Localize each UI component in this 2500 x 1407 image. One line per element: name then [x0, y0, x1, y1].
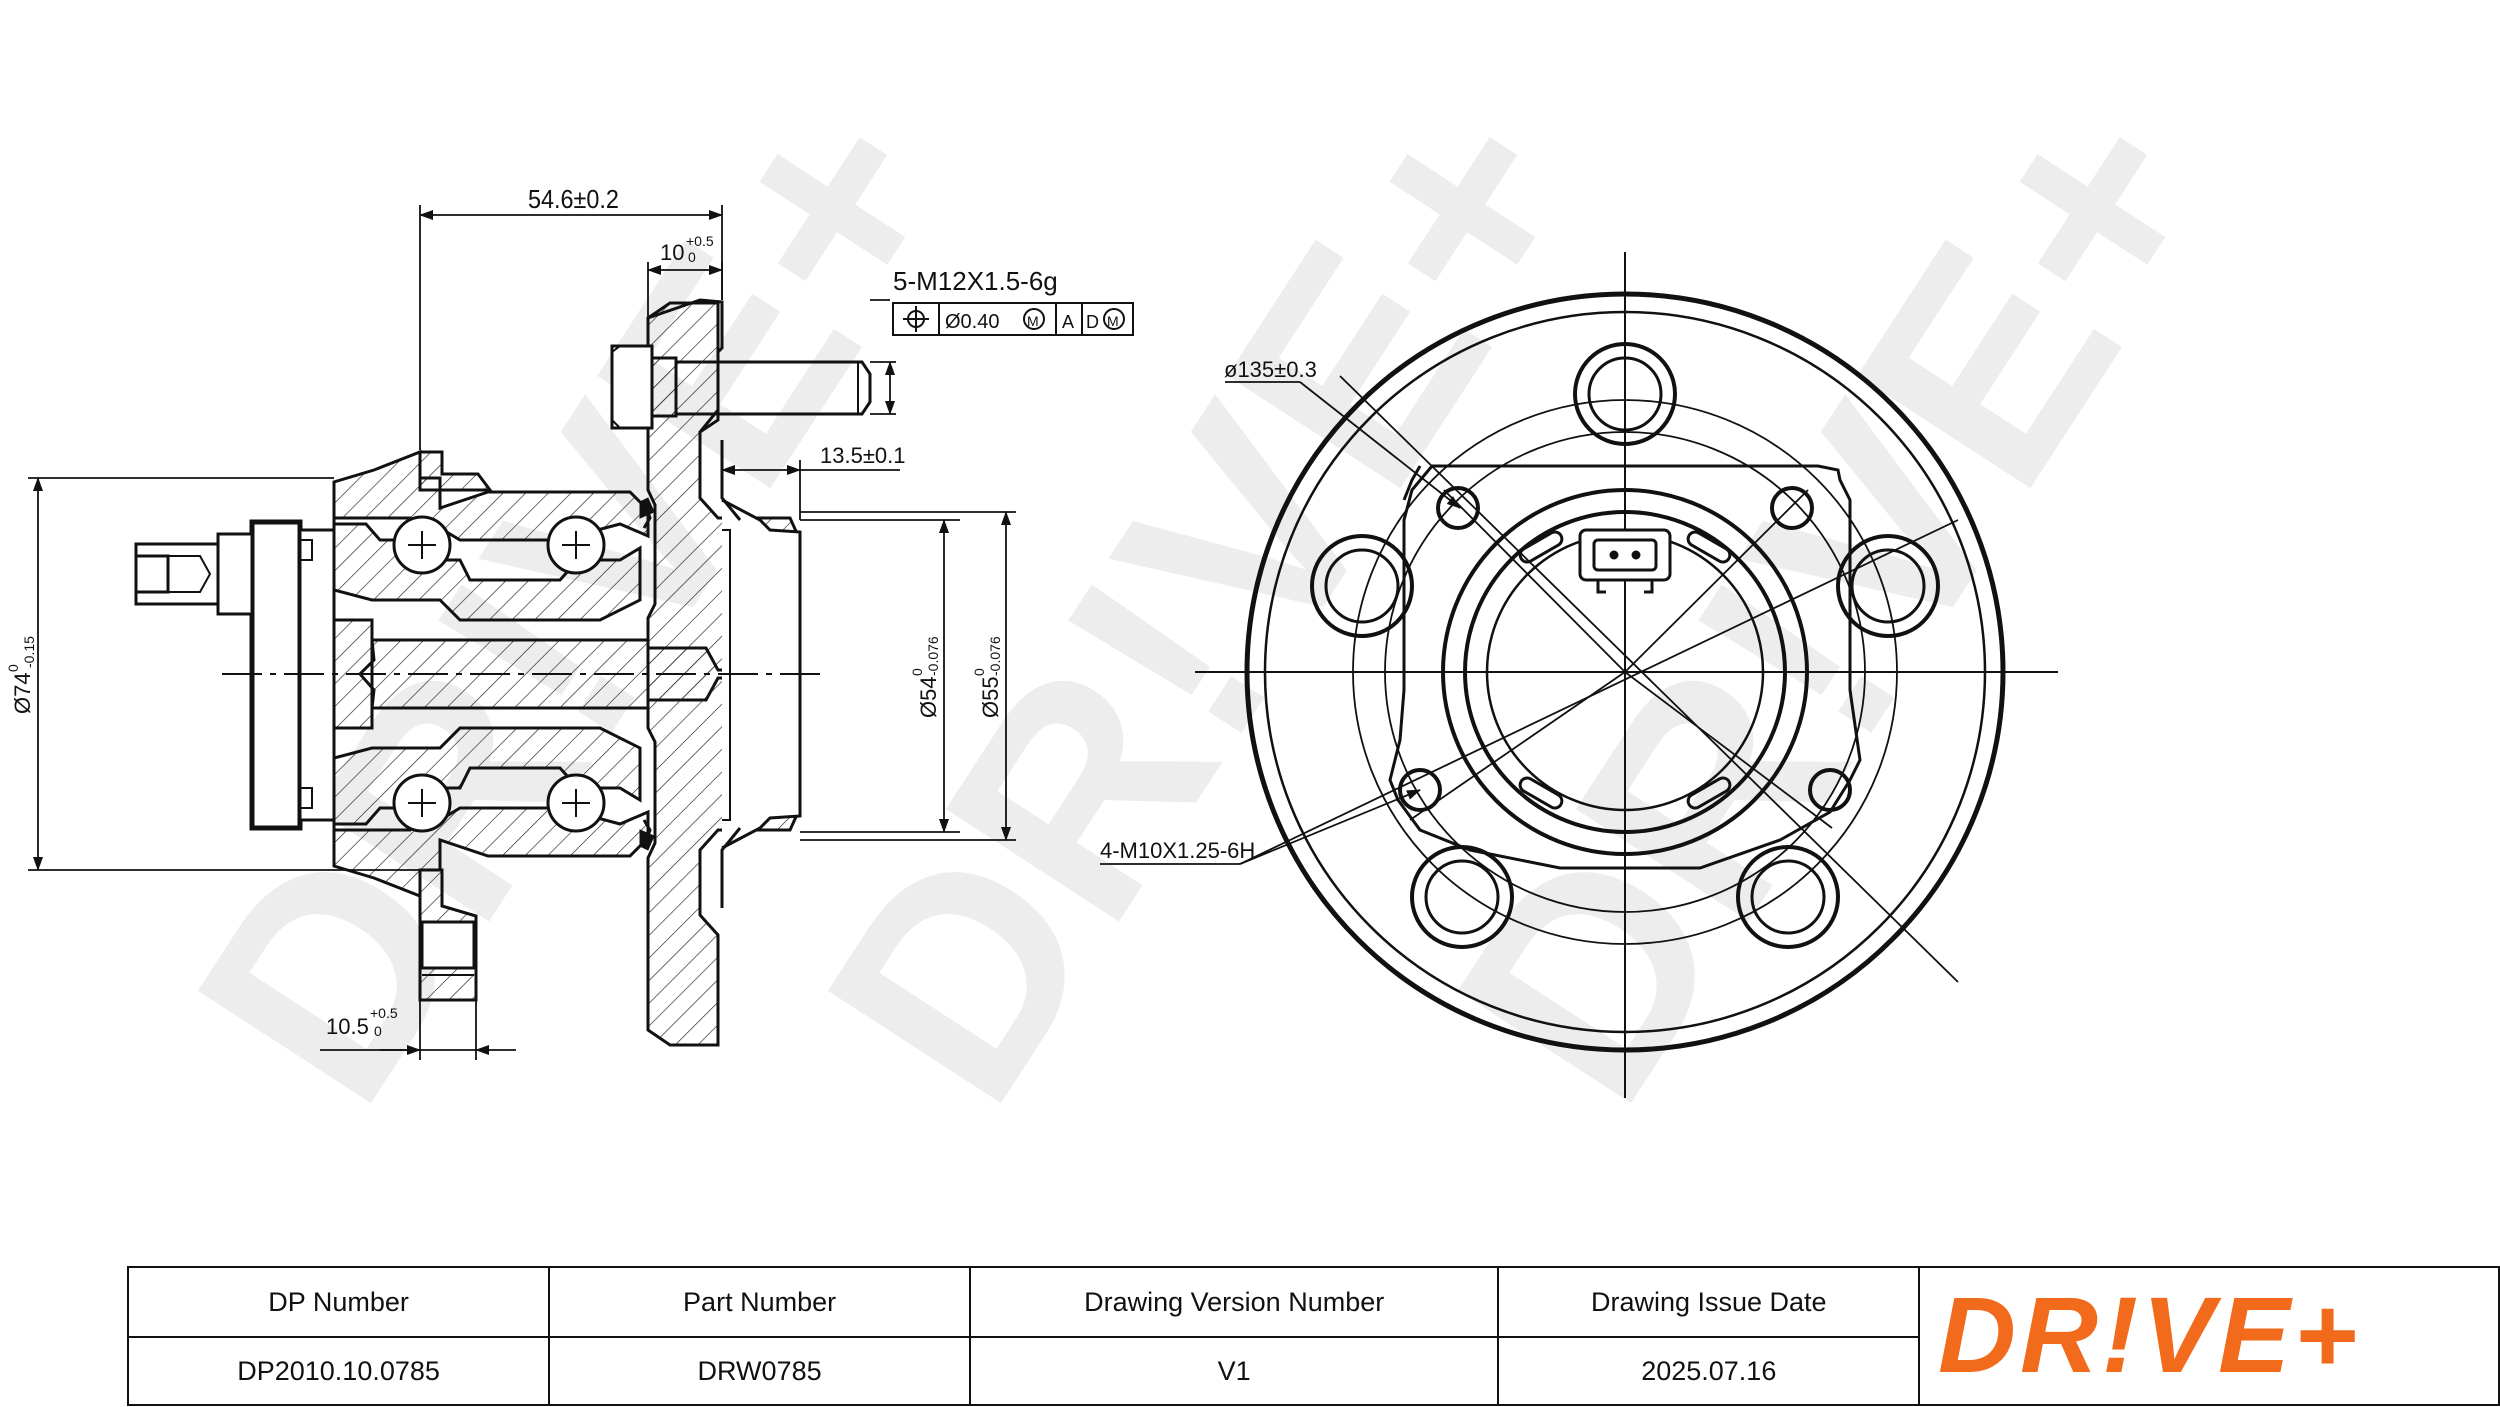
sensor-slots [1518, 530, 1732, 810]
header-dp-number: DP Number [126, 1266, 551, 1338]
value-issue-date: 2025.07.16 [1497, 1336, 1921, 1406]
fcf-labels: Ø0.40 M A D M [945, 311, 1119, 333]
title-block: DP Number Part Number Drawing Version Nu… [126, 1266, 2500, 1406]
wheel-flange [647, 298, 724, 434]
section-dimension-labels: 54.6±0.2 10 +0.5 0 5-M12X1.5-6g 13.5±0.1… [5, 186, 1058, 1039]
flange-outer-circle [1244, 291, 2006, 1053]
front-leaders [1100, 381, 1461, 865]
front-view [1100, 252, 2058, 1098]
abs-sensor-connector [1578, 528, 1672, 594]
abs-connector-block [216, 532, 254, 616]
construction-lines [1239, 375, 1959, 983]
knuckle-stub-upper [418, 450, 493, 492]
dim-stud-offset-tol-lower: 0 [688, 249, 696, 265]
stud-hole-5 [1736, 845, 1840, 949]
feature-control-frame [892, 302, 1134, 336]
mount-hole-2 [1770, 486, 1814, 530]
dim-pilot-54-tol-lower: -0.076 [925, 636, 941, 676]
flange-inner-circle [1263, 310, 1987, 1034]
dim-stud-offset: 10 [660, 240, 684, 265]
dim-outer-diameter-tol-upper: 0 [5, 664, 21, 672]
mount-holes [1398, 486, 1852, 812]
stud-hole-3-inner [1850, 548, 1926, 624]
value-drawing-version: V1 [968, 1336, 1500, 1406]
fcf-tolerance: Ø0.40 [945, 311, 999, 333]
bolt-circle [1352, 399, 1898, 945]
stud-hole-3 [1836, 534, 1940, 638]
mmc-letter-1: M [1027, 313, 1039, 329]
dim-pilot-55: Ø55 [978, 676, 1003, 718]
stud-hole-2 [1310, 534, 1414, 638]
header-drawing-version: Drawing Version Number [968, 1266, 1500, 1338]
mount-hole-3 [1398, 768, 1442, 812]
dim-stud-offset-tol-upper: +0.5 [686, 233, 714, 249]
fcf-datum-a: A [1062, 312, 1074, 332]
dim-pilot-55-tol-lower: -0.076 [987, 636, 1003, 676]
value-dp-number: DP2010.10.0785 [126, 1336, 551, 1406]
stud-hole-2-inner [1324, 548, 1400, 624]
mount-hole-1 [1436, 486, 1480, 530]
abs-connector-tip [134, 554, 170, 594]
section-view [134, 298, 872, 1047]
header-issue-date: Drawing Issue Date [1497, 1266, 1921, 1338]
mmc-icon-datum [1103, 308, 1125, 330]
dim-pilot-54-tol-upper: 0 [909, 668, 925, 676]
mount-hole-4 [1808, 768, 1852, 812]
front-dimension-labels: ø135±0.3 4-M10X1.25-6H [1100, 357, 1317, 863]
dim-mount-thread: 4-M10X1.25-6H [1100, 838, 1255, 863]
stud-hole-5-inner [1750, 859, 1826, 935]
knuckle-flange-outline [1388, 464, 1862, 870]
central-bore-mid [1463, 510, 1787, 834]
dim-bolt-circle: ø135±0.3 [1224, 357, 1317, 382]
stud-holes [1310, 342, 1940, 949]
dim-hub-length: 54.6±0.2 [528, 186, 619, 214]
fcf-datum-d: D [1086, 312, 1099, 332]
dim-bottom-offset-tol-upper: +0.5 [370, 1005, 398, 1021]
mmc-icon [1023, 308, 1045, 330]
bearing-balls [392, 515, 606, 833]
stud-hole-1-inner [1587, 356, 1663, 432]
section-dimensions [28, 205, 1016, 1060]
dim-outer-diameter-tol-lower: -0.15 [21, 636, 37, 668]
dim-bottom-offset: 10.5 [326, 1014, 369, 1039]
mmc-letter-2: M [1107, 313, 1119, 329]
value-part-number: DRW0785 [548, 1336, 971, 1406]
header-part-number: Part Number [548, 1266, 971, 1338]
dim-flange-thickness: 13.5±0.1 [820, 443, 905, 468]
dim-bottom-offset-tol-lower: 0 [374, 1023, 382, 1039]
dim-outer-diameter: Ø74 [10, 672, 35, 714]
stud-hole-4-inner [1424, 859, 1500, 935]
mount-bolt-circle [1384, 431, 1866, 913]
dim-pilot-54: Ø54 [916, 676, 941, 718]
knuckle-ear-bolt [420, 920, 476, 970]
central-bore-outer [1441, 488, 1809, 856]
dim-stud-thread: 5-M12X1.5-6g [893, 266, 1058, 296]
stud-hole-1 [1573, 342, 1677, 446]
wheel-stud [610, 344, 872, 430]
logo-cell [1918, 1266, 2500, 1406]
title-block-value-row: DP2010.10.0785 DRW0785 V1 2025.07.16 [126, 1336, 2499, 1406]
dim-pilot-55-tol-upper: 0 [971, 668, 987, 676]
title-block-header-row: DP Number Part Number Drawing Version Nu… [126, 1266, 2500, 1406]
